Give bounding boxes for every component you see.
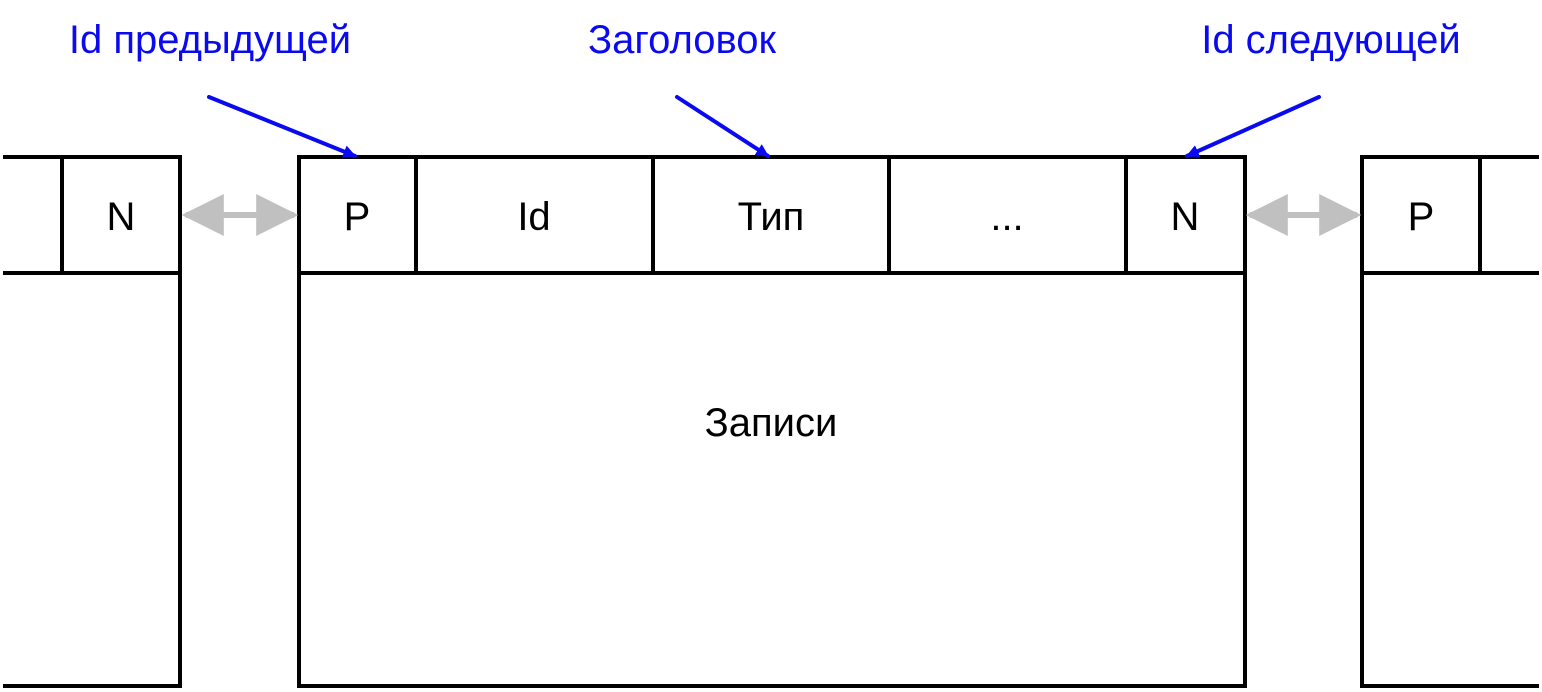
prev-id-pointer-arrow [207, 95, 357, 158]
header-label: Заголовок [588, 18, 777, 62]
next-id-pointer-arrow [1185, 95, 1321, 158]
main-page-type-cell: Тип [738, 195, 805, 239]
main-page-ellipsis-cell: ... [990, 195, 1023, 239]
main-page-records-label: Записи [705, 401, 838, 445]
main-page-id-cell: Id [517, 195, 550, 239]
prev-id-label: Id предыдущей [69, 18, 351, 62]
header-pointer-arrow [675, 95, 770, 158]
right-page: P [1360, 155, 1539, 688]
main-page-prev-cell: P [344, 195, 371, 239]
main-page-frame [297, 155, 1247, 688]
next-id-label: Id следующей [1201, 18, 1461, 62]
right-page-prev-cell: P [1408, 195, 1435, 239]
main-page: P Id Тип ... N Записи [297, 155, 1247, 688]
main-page-next-cell: N [1171, 195, 1200, 239]
left-page: N [3, 155, 182, 688]
left-page-next-cell: N [107, 195, 136, 239]
